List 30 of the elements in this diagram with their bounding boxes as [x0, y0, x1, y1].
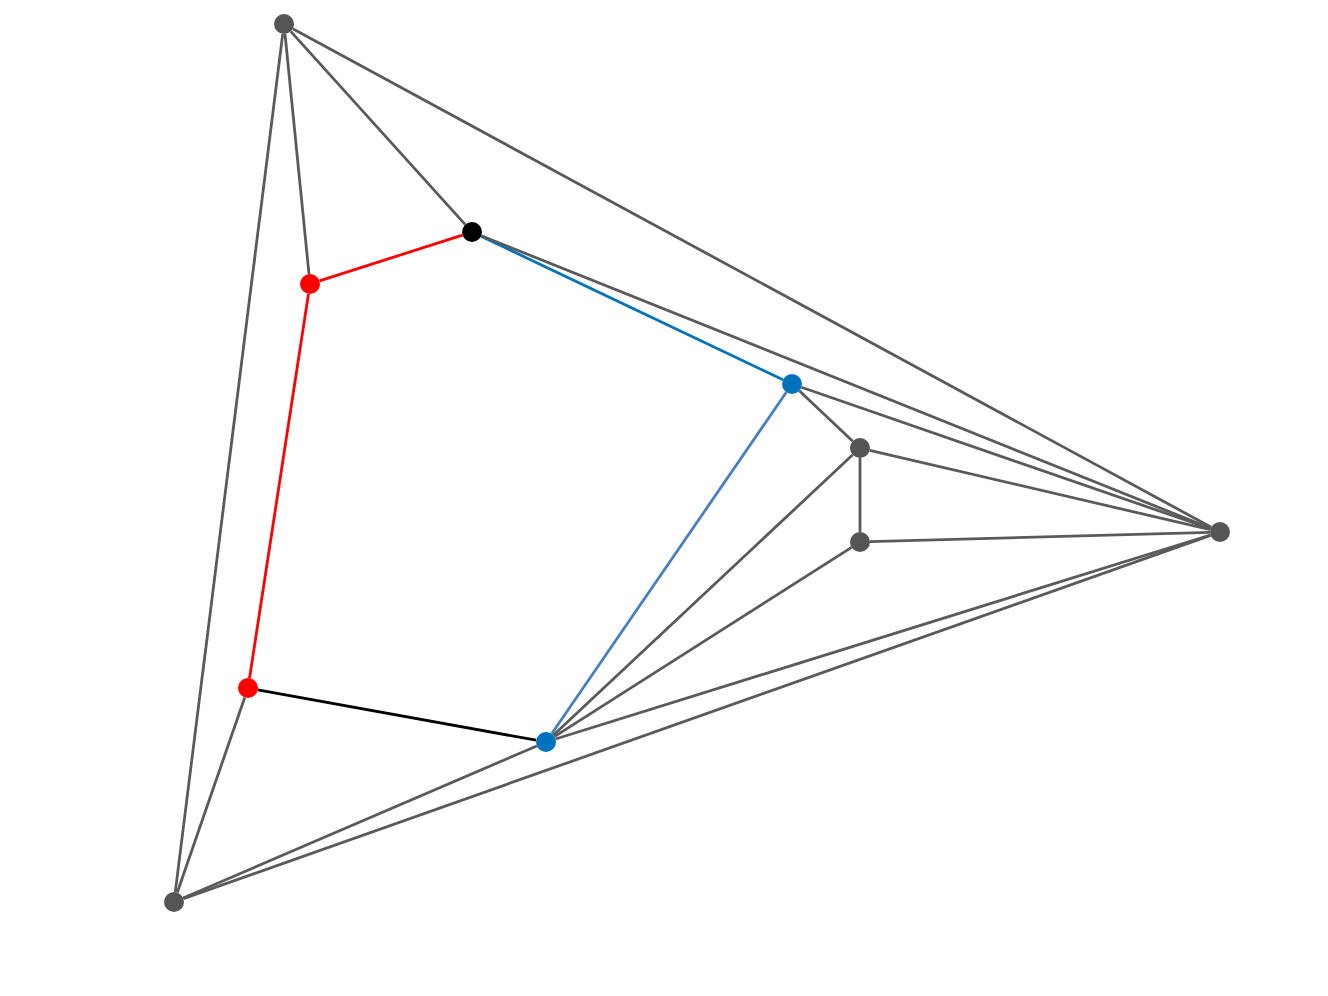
- vertex-dot: [536, 732, 556, 752]
- graph-edge: [292, 27, 1212, 529]
- graph-edge: [555, 533, 1211, 741]
- graph-edge: [550, 391, 788, 735]
- graph-edge: [182, 744, 538, 900]
- vertex-dot: [850, 532, 870, 552]
- vertex-dot: [300, 274, 320, 294]
- graph-edge: [248, 293, 310, 679]
- graph-edge: [257, 688, 537, 742]
- vertex-dot: [164, 892, 184, 912]
- vertex-dot: [238, 678, 258, 698]
- graph-edge: [173, 33, 285, 893]
- vertex-dot: [782, 374, 802, 394]
- vertex-dot: [274, 14, 294, 34]
- graph-edge: [182, 534, 1212, 900]
- graph-edge: [858, 458, 862, 532]
- graph-edge: [869, 448, 1211, 532]
- vertex-dot: [462, 222, 482, 242]
- graph-edge: [480, 235, 784, 381]
- graph-edge: [480, 234, 1212, 530]
- graph-edge: [552, 453, 854, 737]
- graph-edge: [289, 30, 467, 226]
- graph-edge: [553, 546, 853, 738]
- vertex-dot: [850, 438, 870, 458]
- graph-edge: [319, 233, 463, 283]
- graph-edge: [869, 530, 1211, 544]
- graph-edge: [283, 33, 311, 275]
- vertex-dot: [1210, 522, 1230, 542]
- graph-edge: [798, 389, 854, 443]
- graph-edge: [175, 697, 247, 893]
